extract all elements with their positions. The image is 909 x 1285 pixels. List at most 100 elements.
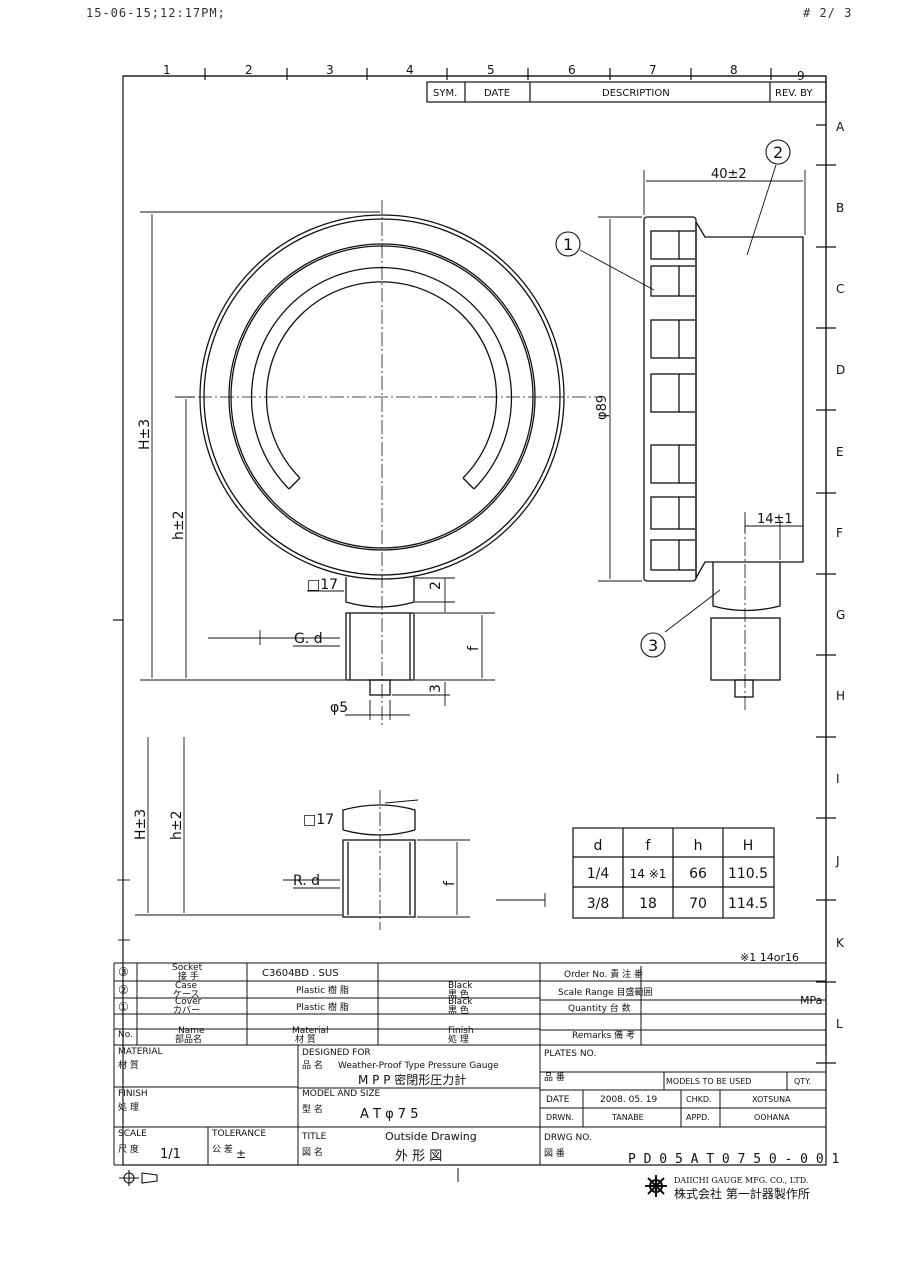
part-name-jp: 接 手: [178, 970, 199, 982]
model-label: MODEL AND SIZE: [302, 1089, 381, 1099]
row-label: A: [836, 120, 845, 134]
material-label-jp: 材 質: [118, 1059, 139, 1071]
dim-h-front: h±2: [171, 510, 187, 540]
material-label: MATERIAL: [118, 1047, 163, 1057]
row-label: H: [836, 689, 845, 703]
dim-width-40: 40±2: [711, 167, 747, 182]
parts-header-material-jp: 材 質: [295, 1033, 316, 1045]
table-footnote: ※1 14or16: [740, 951, 799, 964]
parts-header-name: Name: [178, 1026, 205, 1036]
model-value: A T φ 7 5: [360, 1107, 418, 1122]
balloon-cover: 1: [563, 235, 573, 254]
part-number: ②: [118, 983, 129, 997]
model-label-jp: 型 名: [302, 1103, 323, 1115]
column-label: 4: [406, 63, 414, 77]
dim-two: 2: [428, 581, 444, 590]
models-used-label: MODELS TO BE USED: [666, 1077, 751, 1086]
title-label: TITLE: [301, 1132, 327, 1142]
fax-timestamp: 15-06-15;12:17PM;: [86, 6, 226, 20]
drwn-value: TANABE: [611, 1113, 644, 1122]
scale-unit: MPa: [800, 994, 822, 1007]
column-label: 2: [245, 63, 253, 77]
part-name-jp: カバー: [173, 1005, 200, 1016]
balloon-case: 2: [773, 143, 783, 162]
fax-page-number: # 2/ 3: [803, 6, 853, 20]
tolerance-label: TOLERANCE: [211, 1129, 266, 1139]
column-label: 6: [568, 63, 576, 77]
product-name-en: Weather-Proof Type Pressure Gauge: [338, 1061, 499, 1071]
title-block: [114, 1045, 827, 1166]
drawing-number: P D 0 5 A T 0 7 5 0 - 0 0 1: [628, 1152, 839, 1167]
dim-H-taper: H±3: [133, 809, 149, 840]
row-label: K: [836, 936, 845, 950]
table-cell: 66: [689, 866, 707, 882]
quantity-label: Quantity 台 数: [568, 1002, 631, 1014]
dim-square-17-taper: □17: [303, 812, 334, 828]
dim-fourteen: 14±1: [757, 512, 793, 527]
parts-header-name-jp: 部品名: [175, 1033, 202, 1045]
column-labels: 1 2 3 4 5 6 7 8 9: [163, 63, 805, 83]
chkd-value: XOTSUNA: [752, 1095, 791, 1104]
table-cell: 3/8: [587, 896, 610, 912]
table-header: H: [743, 838, 754, 854]
table-header: f: [646, 838, 652, 854]
scale-label: SCALE: [118, 1129, 147, 1139]
gauge-side-view: [643, 216, 804, 698]
dim-h-taper: h±2: [169, 810, 185, 840]
column-label: 1: [163, 63, 171, 77]
drwn-label: DRWN.: [546, 1113, 574, 1122]
designed-for-label-jp: 品 名: [302, 1059, 323, 1071]
row-label: G: [836, 608, 845, 622]
company-name-en: DAIICHI GAUGE MFG. CO., LTD.: [674, 1176, 808, 1185]
rev-by-label: REV. BY: [775, 88, 813, 99]
row-label: E: [836, 445, 844, 459]
table-cell: 110.5: [728, 866, 768, 882]
plates-label: PLATES NO.: [544, 1049, 596, 1059]
product-name-model: M P P 密閉形圧力計: [358, 1072, 466, 1087]
table-cell: 114.5: [728, 896, 768, 912]
table-cell: 1/4: [587, 866, 610, 882]
dim-dia-5: φ5: [330, 700, 348, 716]
date-value: 2008. 05. 19: [600, 1095, 658, 1105]
dim-f-taper: f: [442, 880, 458, 886]
table-cell: 18: [639, 896, 657, 912]
finish-label: FINISH: [118, 1089, 148, 1099]
drwg-label: DRWG NO.: [544, 1133, 592, 1143]
dim-thread-R: R. d: [293, 873, 320, 889]
company-emblem-icon: [645, 1175, 667, 1197]
part-name-en: Socket: [172, 963, 203, 973]
appd-label: APPD.: [686, 1113, 710, 1122]
rev-date-label: DATE: [484, 88, 510, 99]
taper-dimensions: [117, 737, 546, 941]
parts-header-no: No.: [118, 1030, 133, 1040]
remarks-label: Remarks 備 考: [572, 1029, 635, 1041]
part-name-en: Case: [175, 981, 197, 991]
company-name-jp: 株式会社 第一計器製作所: [674, 1186, 810, 1201]
drawing-title-jp: 外 形 図: [395, 1149, 442, 1164]
part-number: ③: [118, 965, 129, 979]
row-label: L: [836, 1017, 843, 1031]
row-label: J: [835, 854, 840, 868]
part-finish-jp: 黒 色: [448, 1004, 469, 1016]
column-label: 8: [730, 63, 738, 77]
row-label: C: [836, 282, 844, 296]
column-label: 9: [797, 69, 805, 83]
dim-thread-G: G. d: [294, 631, 323, 647]
finish-label-jp: 処 理: [118, 1101, 139, 1113]
dim-f-front: f: [466, 645, 482, 651]
front-dimensions: [140, 211, 495, 720]
tolerance-value: ±: [236, 1147, 246, 1161]
row-labels: A B C D E F G H I J K L: [835, 120, 845, 1031]
socket-taper-view: [342, 804, 416, 918]
part-name-en: Cover: [175, 997, 202, 1007]
balloon-socket: 3: [648, 636, 658, 655]
row-label: B: [836, 201, 844, 215]
parts-header-finish: Finish: [448, 1026, 474, 1036]
designed-for-label: DESIGNED FOR: [302, 1048, 371, 1058]
table-cell: 14 ※1: [630, 867, 667, 881]
drawing-title-en: Outside Drawing: [385, 1130, 477, 1143]
parts-header-material: Material: [292, 1026, 329, 1036]
part-balloons: [555, 139, 791, 658]
scale-value: 1/1: [160, 1147, 181, 1162]
